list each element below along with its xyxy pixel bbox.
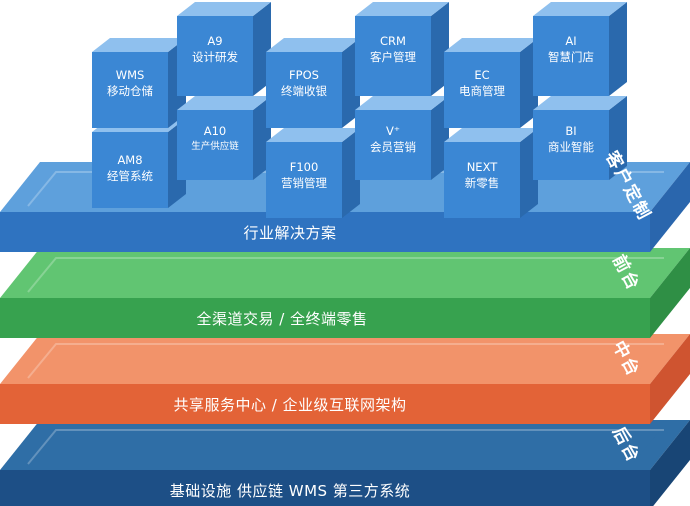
- slab-highlight-front: [27, 257, 664, 293]
- slab-side-customization: [650, 162, 690, 252]
- slab-bevel-back: [30, 428, 662, 462]
- cube-front-1-0: [177, 110, 253, 180]
- cube-front-4-1: [444, 52, 520, 128]
- cube-front-5-0: [533, 110, 609, 180]
- slab-side-front: [650, 248, 690, 338]
- cube-side-5-1: [609, 2, 627, 96]
- slab-bevel-middle: [30, 342, 662, 376]
- layer-label-back: 基础设施 供应链 WMS 第三方系统: [169, 482, 411, 500]
- cube-front-3-0: [355, 110, 431, 180]
- cube-top-2-0: [266, 128, 360, 142]
- cube-front-3-1: [355, 16, 431, 96]
- cube-top-5-0: [533, 96, 627, 110]
- cube-side-5-0: [609, 96, 627, 180]
- cube-top-4-1: [444, 38, 538, 52]
- slab-front-front: [0, 298, 650, 338]
- slab-front-middle: [0, 384, 650, 424]
- cube-top-3-0: [355, 96, 449, 110]
- cube-top-4-0: [444, 128, 538, 142]
- cube-top-0-1: [92, 38, 186, 52]
- cube-front-2-1: [266, 52, 342, 128]
- cube-front-4-0: [444, 142, 520, 218]
- cube-top-1-1: [177, 2, 271, 16]
- slab-bevel-front: [30, 256, 662, 290]
- module-vplus: V⁺会员营销: [370, 124, 416, 154]
- layer-label-front: 全渠道交易 / 全终端零售: [196, 310, 368, 328]
- layer-label-customization: 行业解决方案: [243, 224, 337, 242]
- cube-front-2-0: [266, 142, 342, 218]
- cube-top-3-1: [355, 2, 449, 16]
- slab-highlight-back: [27, 429, 664, 465]
- cube-top-1-0: [177, 96, 271, 110]
- slab-highlight-middle: [27, 343, 664, 379]
- cube-front-0-1: [92, 52, 168, 128]
- cube-front-1-1: [177, 16, 253, 96]
- slab-side-back: [650, 420, 690, 506]
- cube-top-2-1: [266, 38, 360, 52]
- cube-front-0-0: [92, 132, 168, 208]
- slab-side-middle: [650, 334, 690, 424]
- cube-top-5-1: [533, 2, 627, 16]
- slab-front-customization: [0, 212, 650, 252]
- cube-front-5-1: [533, 16, 609, 96]
- slab-front-back: [0, 470, 650, 506]
- layer-label-middle: 共享服务中心 / 企业级互联网架构: [173, 396, 407, 414]
